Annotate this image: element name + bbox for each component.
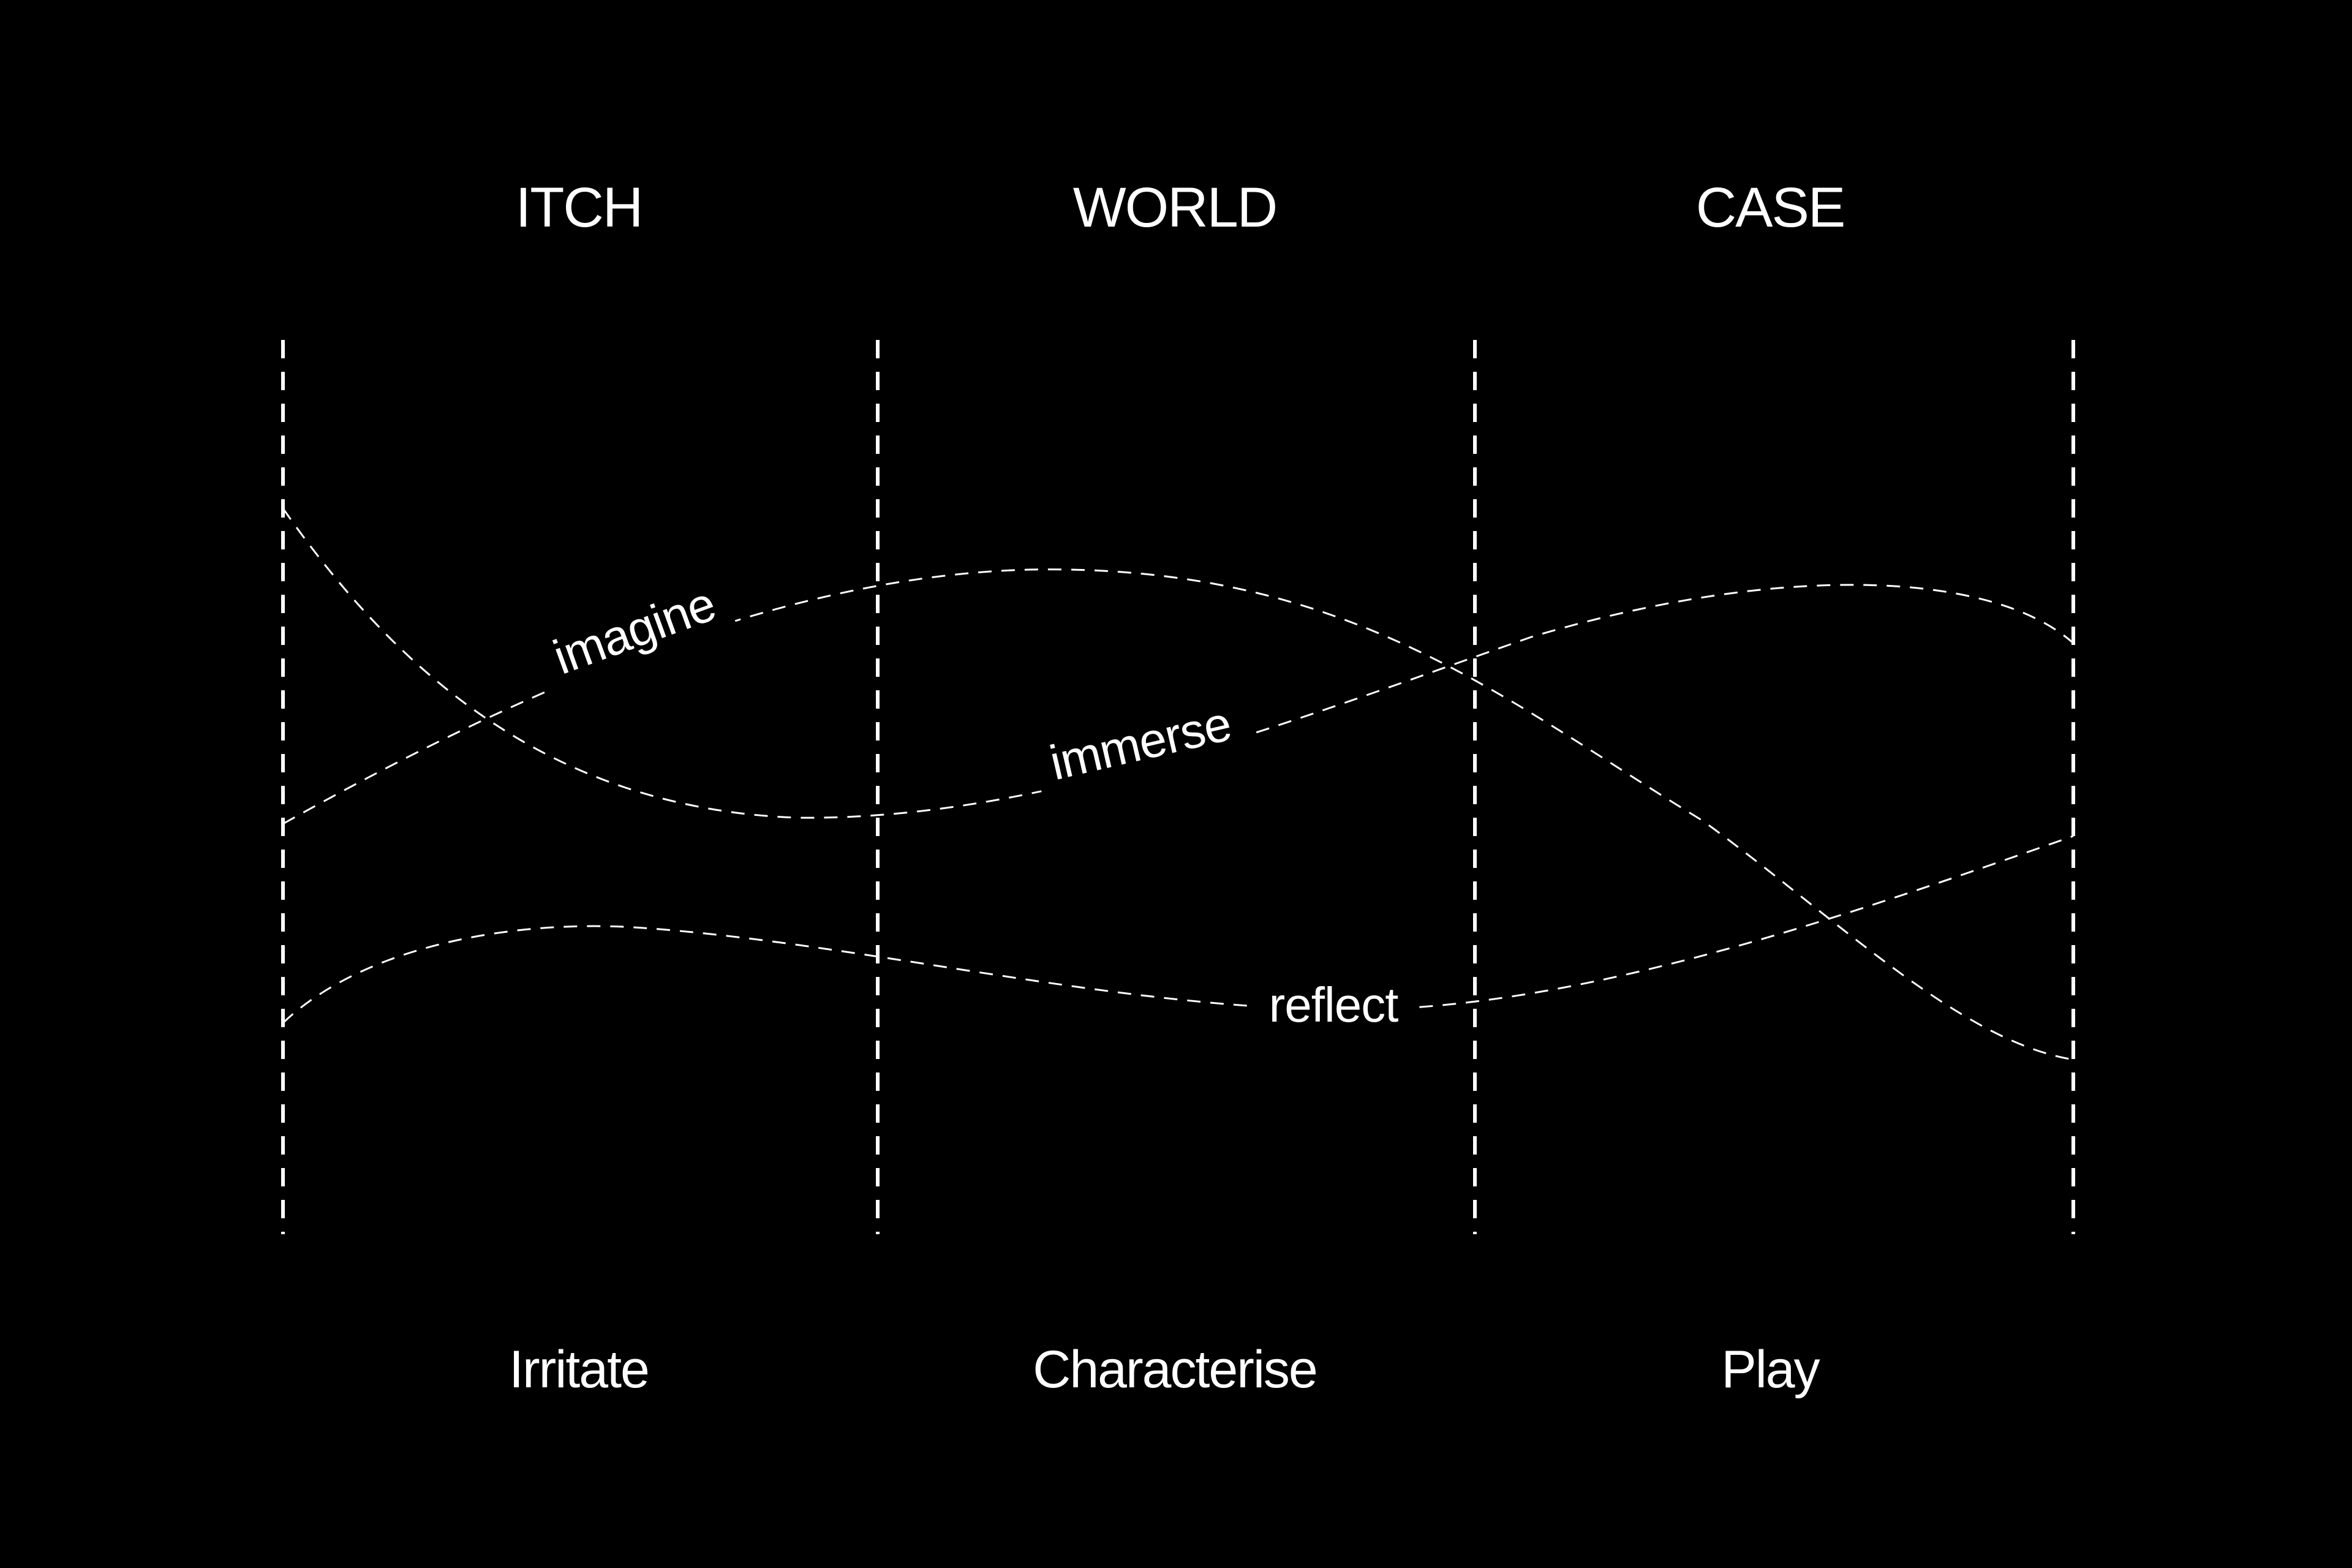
curve-reflect	[282, 835, 2074, 1024]
column-heading-case: CASE	[1696, 176, 1845, 239]
column-caption-characterise: Characterise	[1033, 1340, 1317, 1399]
column-heading-world: WORLD	[1073, 176, 1276, 239]
curve-label-imagine: imagine	[546, 576, 722, 685]
curve-label-reflect: reflect	[1269, 978, 1399, 1032]
label-knockout	[1254, 984, 1413, 1035]
column-caption-play: Play	[1721, 1340, 1820, 1399]
label-knockout	[1031, 698, 1252, 797]
curve-label-immerse: immerse	[1045, 696, 1236, 790]
curve-label-immerse-group: immerse	[1031, 696, 1252, 797]
curve-imagine	[282, 568, 2074, 1061]
curve-immerse	[282, 508, 2074, 819]
label-knockout	[535, 577, 737, 693]
curve-label-reflect-group: reflect	[1254, 978, 1413, 1035]
column-caption-irritate: Irritate	[509, 1340, 649, 1399]
curve-label-imagine-group: imagine	[535, 576, 737, 693]
column-heading-itch: ITCH	[516, 176, 643, 239]
